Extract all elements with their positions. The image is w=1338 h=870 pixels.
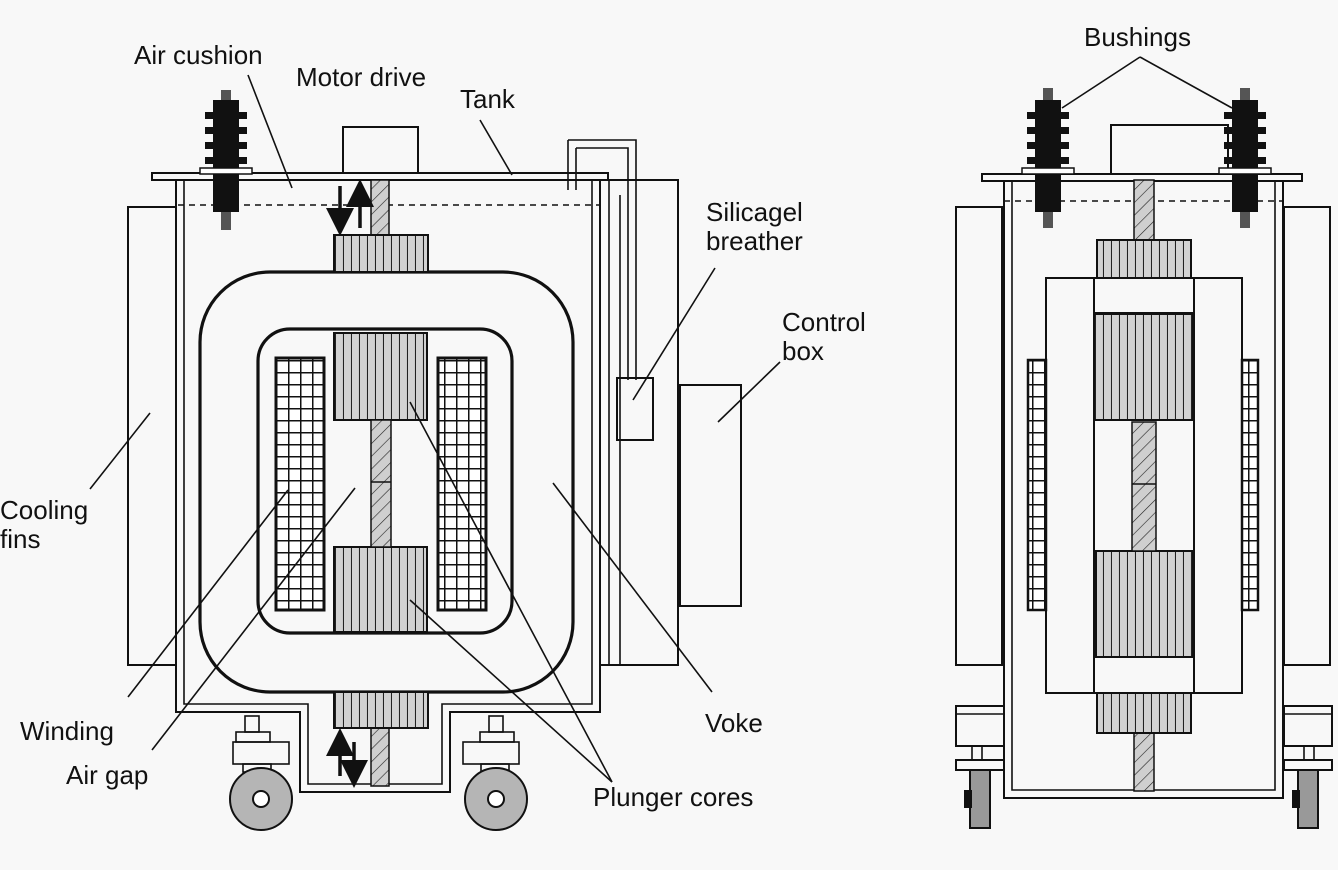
winding-right: [1240, 358, 1260, 612]
wheel-assembly-left: [229, 715, 293, 831]
drive-shaft-bottom: [370, 727, 390, 787]
label-fins: fins: [0, 524, 40, 554]
winding-left: [1026, 358, 1048, 612]
silicagel-breather-box: [616, 377, 654, 441]
plunger-shaft: [370, 419, 392, 548]
winding-left: [274, 356, 326, 612]
label-tank: Tank: [460, 84, 516, 114]
plunger-core-bottom: [333, 546, 428, 633]
label-control: Control: [782, 307, 866, 337]
oil-pipe: [567, 139, 640, 666]
tank: [1003, 180, 1284, 799]
core-block-bottom: [333, 691, 429, 729]
core-block-bottom: [1096, 692, 1192, 734]
yoke-left: [1045, 277, 1095, 694]
plunger-core-top: [1093, 313, 1194, 421]
label-box: box: [782, 336, 824, 366]
label-motor-drive: Motor drive: [296, 62, 426, 92]
bushing-left: [1021, 88, 1075, 228]
label-air-cushion: Air cushion: [134, 40, 263, 70]
label-cooling: Cooling: [0, 495, 88, 525]
side-view: Bushings: [955, 22, 1333, 829]
cooling-fins-left: [127, 206, 177, 666]
wheel-assembly-left: [955, 705, 1005, 829]
control-box: [679, 384, 742, 607]
drive-shaft-top: [1133, 179, 1155, 241]
front-view: Air cushion Motor drive Tank Silicagel b…: [0, 40, 866, 831]
label-breather: breather: [706, 226, 803, 256]
core-block-top: [1096, 239, 1192, 279]
yoke-bottom: [1093, 656, 1195, 694]
wheel-assembly-right: [462, 715, 528, 831]
label-silicagel: Silicagel: [706, 197, 803, 227]
label-voke: Voke: [705, 708, 763, 738]
bushing-right: [1218, 88, 1272, 228]
yoke-top: [1093, 277, 1195, 314]
cooling-fins-left: [955, 206, 1003, 666]
bushing-left: [199, 90, 253, 230]
plunger-core-bottom: [1095, 550, 1194, 658]
label-plunger-cores: Plunger cores: [593, 782, 753, 812]
cooling-fins-right: [599, 179, 679, 666]
plunger-shaft: [1131, 421, 1157, 552]
label-winding: Winding: [20, 716, 114, 746]
motor-drive-box: [342, 126, 419, 174]
core-block-top: [333, 234, 429, 273]
leader-lines: [89, 74, 781, 783]
cooling-fins-right: [1283, 206, 1331, 666]
label-bushings: Bushings: [1084, 22, 1191, 52]
drive-shaft-bottom: [1133, 732, 1155, 792]
label-air-gap: Air gap: [66, 760, 148, 790]
yoke-right: [1193, 277, 1243, 694]
winding-right: [436, 356, 488, 612]
wheel-assembly-right: [1283, 705, 1333, 829]
motor-drive-box: [1110, 124, 1229, 175]
drive-shaft-top: [370, 179, 390, 236]
